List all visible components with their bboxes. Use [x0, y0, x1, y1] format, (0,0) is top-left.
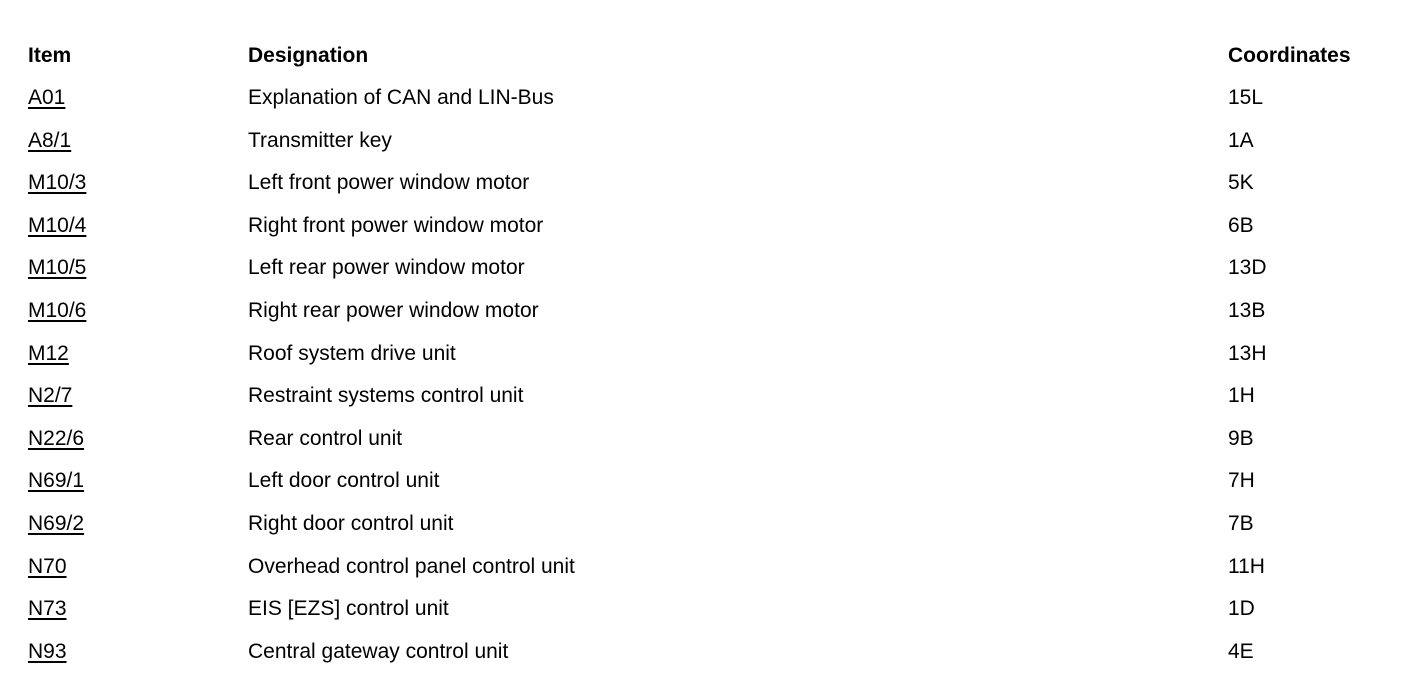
- designation-cell: Left door control unit: [248, 469, 440, 493]
- table-row: M10/4 Right front power window motor 6B: [28, 205, 1380, 248]
- table-row: M10/5 Left rear power window motor 13D: [28, 247, 1380, 290]
- coordinates-cell: 5K: [1228, 171, 1254, 195]
- item-link[interactable]: M10/5: [28, 256, 87, 280]
- designation-cell: Central gateway control unit: [248, 639, 509, 663]
- column-header-item: Item: [28, 44, 72, 67]
- designation-cell: Right rear power window motor: [248, 298, 539, 322]
- designation-cell: EIS [EZS] control unit: [248, 597, 449, 621]
- item-cell: N73: [28, 588, 248, 631]
- table-row: N2/7 Restraint systems control unit 1H: [28, 375, 1380, 418]
- item-cell: M10/5: [28, 247, 248, 290]
- coordinates-cell: 13H: [1228, 341, 1267, 365]
- designation-cell: Right door control unit: [248, 511, 454, 535]
- item-link[interactable]: A01: [28, 86, 66, 109]
- designation-cell: Explanation of CAN and LIN-Bus: [248, 86, 554, 109]
- designation-cell: Rear control unit: [248, 426, 403, 450]
- table-row: N69/2 Right door control unit 7B: [28, 503, 1380, 546]
- item-link[interactable]: A8/1: [28, 128, 72, 152]
- coordinates-cell: 7H: [1228, 469, 1255, 493]
- coordinates-cell: 13D: [1228, 256, 1267, 280]
- coordinates-cell: 1H: [1228, 384, 1255, 408]
- table-row: N70 Overhead control panel control unit 11…: [28, 546, 1380, 589]
- column-header-designation: Designation: [248, 44, 369, 67]
- table-row: M12 Roof system drive unit 13H: [28, 333, 1380, 376]
- designation-cell: Left front power window motor: [248, 171, 530, 195]
- item-cell: M12: [28, 333, 248, 376]
- item-cell: M10/3: [28, 162, 248, 205]
- table-row: A01 Explanation of CAN and LIN-Bus 15L: [28, 77, 1380, 120]
- item-cell: M10/4: [28, 205, 248, 248]
- designation-cell: Transmitter key: [248, 128, 392, 152]
- item-link[interactable]: N69/2: [28, 511, 85, 535]
- coordinates-cell: 7B: [1228, 511, 1254, 535]
- item-cell: M10/6: [28, 290, 248, 333]
- coordinates-cell: 9B: [1228, 426, 1254, 450]
- table-row: M10/6 Right rear power window motor 13B: [28, 290, 1380, 333]
- item-link[interactable]: M10/4: [28, 213, 87, 237]
- table-header-row: Item Designation Coordinates: [28, 34, 1380, 77]
- table-header: Item Designation Coordinates: [28, 34, 1380, 77]
- item-link[interactable]: M10/3: [28, 171, 87, 195]
- item-link[interactable]: N22/6: [28, 426, 85, 450]
- coordinates-cell: 1A: [1228, 128, 1254, 152]
- coordinates-cell: 13B: [1228, 298, 1266, 322]
- item-cell: N70: [28, 546, 248, 589]
- coordinates-cell: 11H: [1228, 554, 1265, 578]
- item-cell: A8/1: [28, 120, 248, 163]
- coordinates-cell: 1D: [1228, 597, 1255, 621]
- component-index-table: Item Designation Coordinates A01 Explanat…: [28, 34, 1380, 673]
- table-row: N93 Central gateway control unit 4E: [28, 631, 1380, 674]
- item-link[interactable]: N69/1: [28, 469, 85, 493]
- item-link[interactable]: M10/6: [28, 298, 87, 322]
- item-link[interactable]: M12: [28, 341, 69, 365]
- item-cell: A01: [28, 77, 248, 120]
- item-link[interactable]: N73: [28, 597, 67, 621]
- item-cell: N69/2: [28, 503, 248, 546]
- item-cell: N69/1: [28, 460, 248, 503]
- item-link[interactable]: N70: [28, 554, 67, 578]
- table-row: N22/6 Rear control unit 9B: [28, 418, 1380, 461]
- designation-cell: Roof system drive unit: [248, 341, 456, 365]
- designation-cell: Right front power window motor: [248, 213, 544, 237]
- item-cell: N22/6: [28, 418, 248, 461]
- table-row: N73 EIS [EZS] control unit 1D: [28, 588, 1380, 631]
- item-cell: N2/7: [28, 375, 248, 418]
- item-link[interactable]: N2/7: [28, 384, 73, 408]
- designation-cell: Left rear power window motor: [248, 256, 525, 280]
- table-row: A8/1 Transmitter key 1A: [28, 120, 1380, 163]
- item-link[interactable]: N93: [28, 639, 67, 663]
- designation-cell: Restraint systems control unit: [248, 384, 524, 408]
- table-body: A01 Explanation of CAN and LIN-Bus 15L A8/1…: [28, 77, 1380, 673]
- table-row: M10/3 Left front power window motor 5K: [28, 162, 1380, 205]
- coordinates-cell: 15L: [1228, 86, 1264, 109]
- designation-cell: Overhead control panel control unit: [248, 554, 575, 578]
- column-header-coordinates: Coordinates: [1228, 44, 1351, 67]
- table-row: N69/1 Left door control unit 7H: [28, 460, 1380, 503]
- coordinates-cell: 4E: [1228, 639, 1254, 663]
- item-cell: N93: [28, 631, 248, 674]
- coordinates-cell: 6B: [1228, 213, 1254, 237]
